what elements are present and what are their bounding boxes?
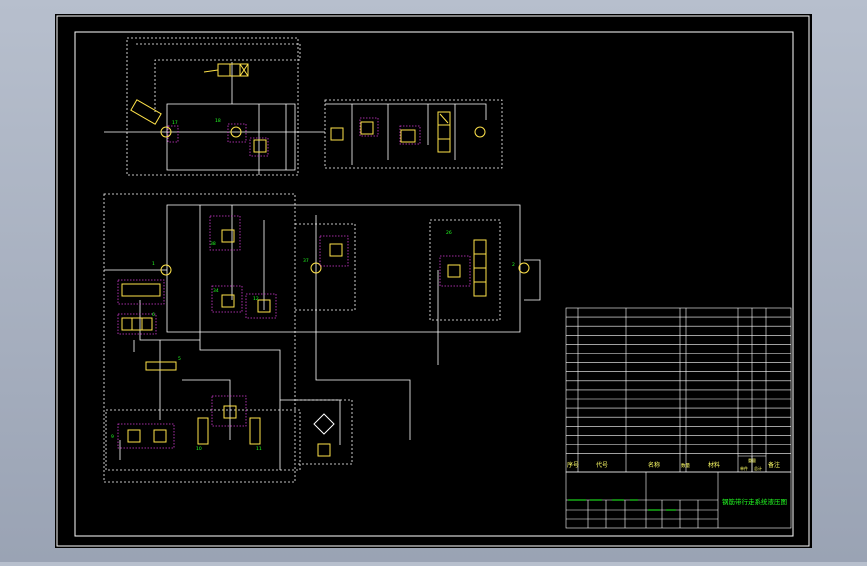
label-12: 12 [253,296,259,302]
outer-frame [56,15,810,547]
header-code: 代号 [596,461,608,469]
header-weight-single: 单件 [740,465,748,471]
model-space [55,14,812,548]
lower-circuit [103,193,541,483]
label-11: 11 [256,446,262,452]
header-remark: 备注 [768,461,780,469]
inner-frame [74,31,794,537]
label-1: 1 [152,261,155,267]
lower-components [121,229,530,457]
label-6: 6 [152,312,155,318]
label-37: 37 [303,258,309,264]
header-material: 材料 [708,461,720,469]
upper-circuit [104,37,503,176]
upper-magenta-marks [167,117,421,157]
title-block-text: 序号 代号 名称 数量 材料 重量 单件 总计 备注 钢筋带行走系统液压图 [567,457,787,506]
label-34: 34 [213,288,219,294]
lower-magenta-marks [117,215,471,449]
label-17: 17 [172,120,178,126]
label-5: 5 [178,356,181,362]
upper-components [130,63,486,153]
header-name: 名称 [648,461,660,469]
component-number-labels: 17 18 38 37 26 34 2 1 5 6 9 10 11 12 [111,118,515,452]
label-26: 26 [446,230,452,236]
label-38: 38 [210,241,216,247]
parts-list [565,307,792,529]
parts-list-green-marks [568,499,676,511]
label-10: 10 [196,446,202,452]
header-weight-label: 重量 [748,457,756,463]
header-weight-total: 总计 [754,465,762,471]
drawing-title: 钢筋带行走系统液压图 [722,497,787,506]
label-9: 9 [111,434,114,440]
header-seq: 序号 [567,461,579,469]
header-qty: 数量 [681,462,690,469]
label-18: 18 [215,118,221,124]
label-2: 2 [512,262,515,268]
